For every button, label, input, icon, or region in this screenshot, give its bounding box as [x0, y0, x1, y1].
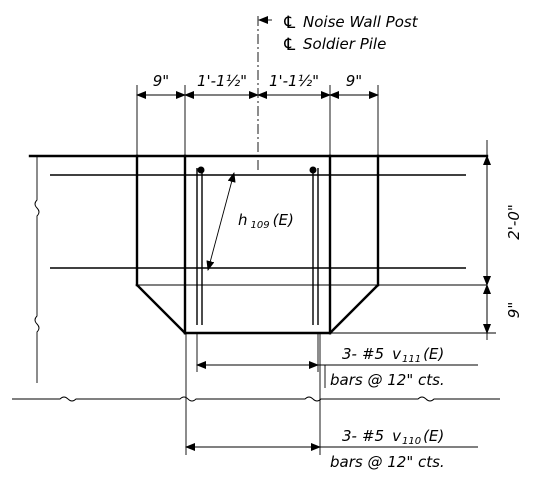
v111-spacing: bars @ 12" cts.: [330, 371, 445, 389]
cap-outline: [135, 154, 487, 335]
dim-right-offset: 9": [346, 72, 362, 90]
top-dimension-string: [136, 85, 379, 155]
dim-left-offset: 9": [153, 72, 169, 90]
rebar-dot-right: [309, 166, 317, 174]
ground-break-line: [12, 396, 500, 402]
dim-height-top: 2'-0": [505, 204, 523, 240]
left-break-line: [34, 156, 40, 383]
dim-height-bottom: 9": [505, 302, 523, 318]
centerline-symbol-1: ℄: [282, 13, 297, 33]
v110-spacing: bars @ 12" cts.: [330, 453, 445, 471]
h-bar-leader: [206, 172, 236, 271]
dim-left-half: 1'-1½": [197, 72, 247, 90]
callout-noise-wall-post: Noise Wall Post: [303, 13, 419, 31]
centerline-symbol-2: ℄: [282, 35, 297, 55]
right-dimension-string: [330, 140, 496, 340]
rebar-dot-left: [197, 166, 205, 174]
callout-soldier-pile: Soldier Pile: [303, 35, 386, 53]
dim-right-half: 1'-1½": [269, 72, 319, 90]
vertical-bars: [196, 168, 319, 325]
